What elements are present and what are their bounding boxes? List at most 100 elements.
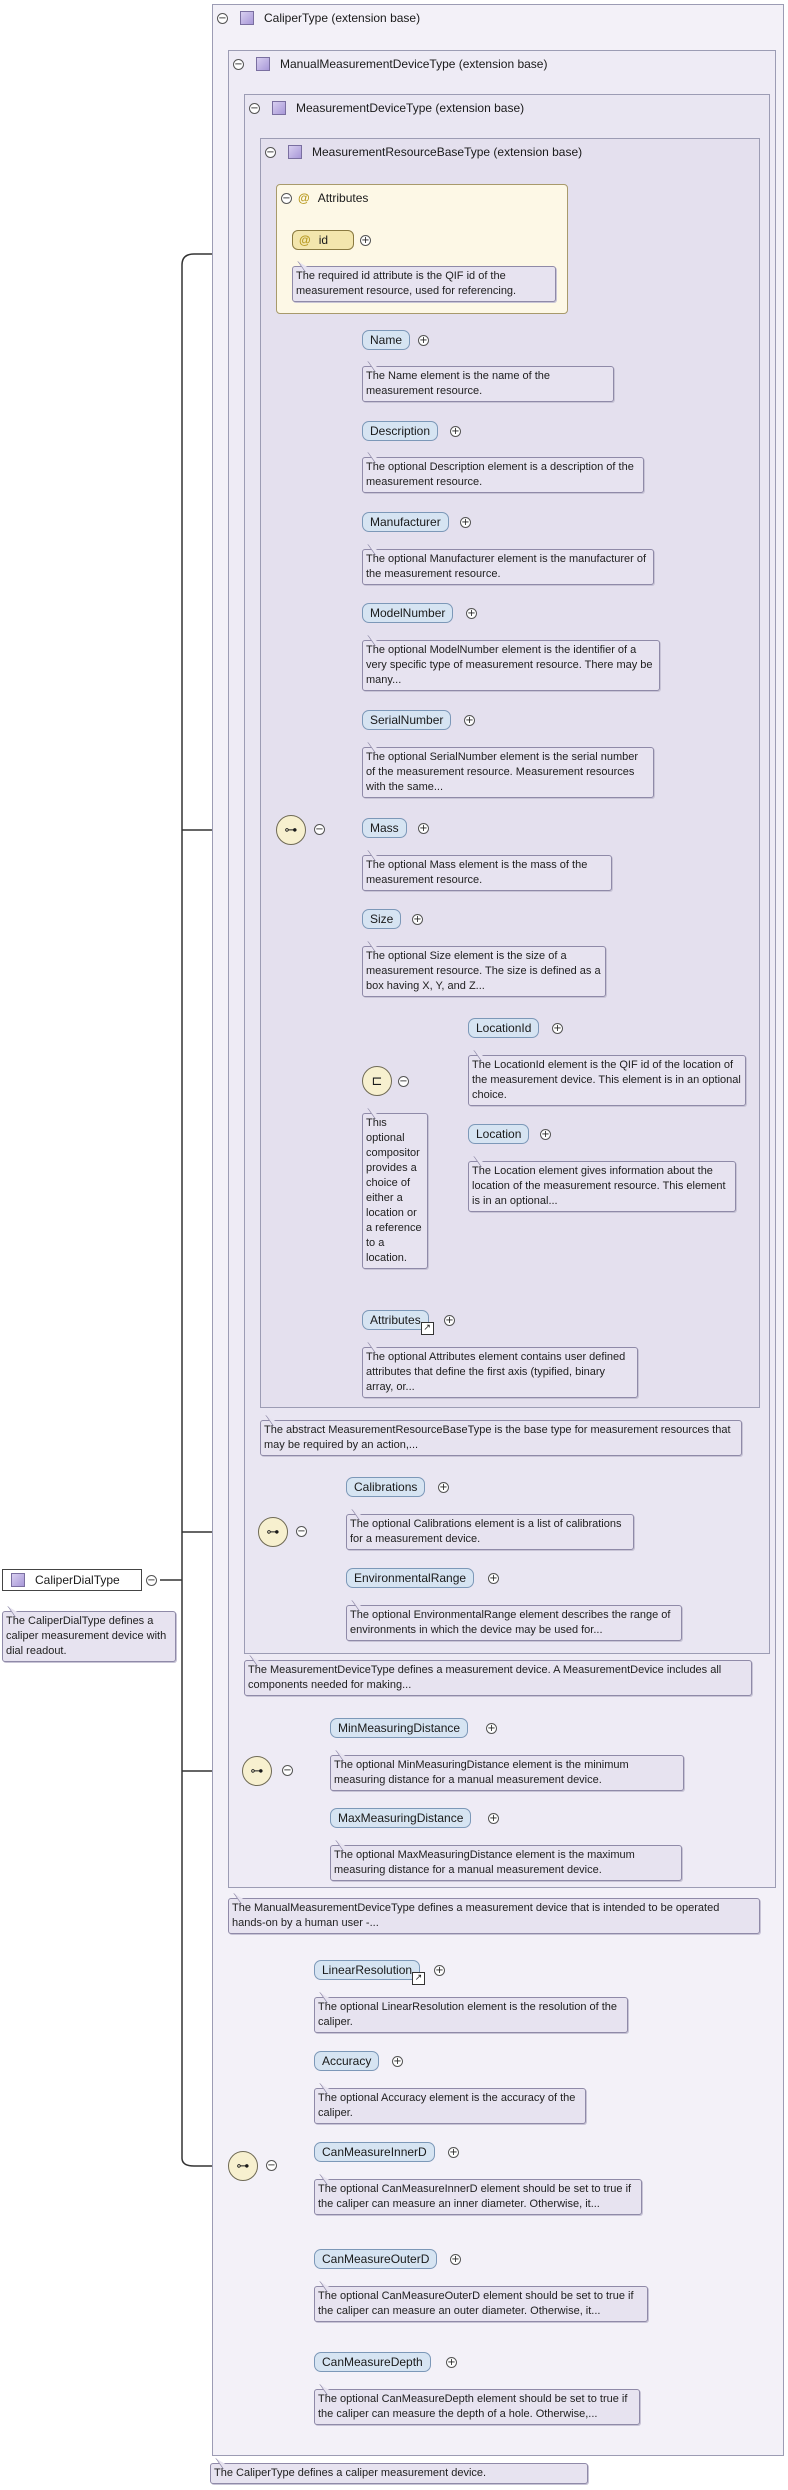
expand-max-measuring-distance-icon[interactable]: +	[488, 1813, 499, 1824]
collapse-attributes-icon[interactable]: −	[281, 192, 292, 204]
collapse-caliper-sequence-icon[interactable]: −	[266, 2160, 277, 2171]
element-name-note: The Name element is the name of the meas…	[362, 366, 614, 402]
collapse-device-sequence-icon[interactable]: −	[296, 1526, 307, 1537]
choice-compositor-icon[interactable]: ⊏	[362, 1066, 392, 1096]
element-location-id-note: The LocationId element is the QIF id of …	[468, 1055, 746, 1106]
manual-type-title: ManualMeasurementDeviceType (extension b…	[280, 57, 548, 71]
expand-can-measure-inner-d-icon[interactable]: +	[448, 2147, 459, 2158]
sequence-compositor-icon[interactable]: ⊶	[242, 1756, 272, 1786]
collapse-caliper-icon[interactable]: −	[217, 12, 228, 24]
expand-serial-number-icon[interactable]: +	[464, 715, 475, 726]
element-attributes-note: The optional Attributes element contains…	[362, 1347, 638, 1398]
complex-type-icon	[256, 57, 270, 71]
element-linear-resolution[interactable]: LinearResolution	[314, 1960, 426, 1985]
element-mass-note: The optional Mass element is the mass of…	[362, 855, 612, 891]
element-location-id[interactable]: LocationId	[468, 1018, 540, 1038]
complex-type-icon	[11, 1573, 25, 1587]
collapse-sequence-icon[interactable]: −	[314, 824, 325, 835]
collapse-manual-sequence-icon[interactable]: −	[282, 1765, 293, 1776]
element-description-note: The optional Description element is a de…	[362, 457, 644, 493]
resource-type-header: − MeasurementResourceBaseType (extension…	[265, 143, 582, 161]
element-min-measuring-distance[interactable]: MinMeasuringDistance	[330, 1718, 469, 1738]
element-can-measure-outer-d[interactable]: CanMeasureOuterD	[314, 2249, 438, 2269]
root-element-label: CaliperDialType	[35, 1573, 120, 1587]
expand-attributes-icon[interactable]: +	[444, 1315, 455, 1326]
complex-type-icon	[288, 145, 302, 159]
expand-size-icon[interactable]: +	[412, 914, 423, 925]
element-calibrations-note: The optional Calibrations element is a l…	[346, 1514, 634, 1550]
expand-model-number-icon[interactable]: +	[466, 608, 477, 619]
expand-name-icon[interactable]: +	[418, 335, 429, 346]
element-manufacturer-note: The optional Manufacturer element is the…	[362, 549, 654, 585]
expand-manufacturer-icon[interactable]: +	[460, 517, 471, 528]
element-model-number-note: The optional ModelNumber element is the …	[362, 640, 660, 691]
element-calibrations[interactable]: Calibrations	[346, 1477, 426, 1497]
attribute-id-note: The required id attribute is the QIF id …	[292, 266, 556, 302]
expand-environmental-range-icon[interactable]: +	[488, 1573, 499, 1584]
expand-location-id-icon[interactable]: +	[552, 1023, 563, 1034]
element-min-measuring-distance-note: The optional MinMeasuringDistance elemen…	[330, 1755, 684, 1791]
element-size[interactable]: Size	[362, 909, 402, 929]
device-annotation: The MeasurementDeviceType defines a meas…	[244, 1660, 752, 1696]
element-can-measure-outer-d-note: The optional CanMeasureOuterD element sh…	[314, 2286, 648, 2322]
caliper-type-header: − CaliperType (extension base)	[217, 9, 420, 27]
collapse-choice-icon[interactable]: −	[398, 1076, 409, 1087]
expand-mass-icon[interactable]: +	[418, 823, 429, 834]
complex-type-icon	[240, 11, 254, 25]
element-serial-number[interactable]: SerialNumber	[362, 710, 452, 730]
element-location-note: The Location element gives information a…	[468, 1161, 736, 1212]
manual-type-header: − ManualMeasurementDeviceType (extension…	[233, 55, 547, 73]
attribute-icon: @	[299, 233, 311, 247]
expand-linear-resolution-icon[interactable]: +	[434, 1965, 445, 1976]
attributes-header: − @ Attributes	[281, 191, 368, 205]
element-manufacturer[interactable]: Manufacturer	[362, 512, 449, 532]
collapse-manual-icon[interactable]: −	[233, 58, 244, 70]
element-environmental-range[interactable]: EnvironmentalRange	[346, 1568, 475, 1588]
expand-location-icon[interactable]: +	[540, 1129, 551, 1140]
caliper-annotation: The CaliperType defines a caliper measur…	[210, 2463, 588, 2484]
element-max-measuring-distance-note: The optional MaxMeasuringDistance elemen…	[330, 1845, 682, 1881]
device-type-title: MeasurementDeviceType (extension base)	[296, 101, 525, 115]
expand-calibrations-icon[interactable]: +	[438, 1482, 449, 1493]
expand-can-measure-depth-icon[interactable]: +	[446, 2357, 457, 2368]
expand-description-icon[interactable]: +	[450, 426, 461, 437]
element-environmental-range-note: The optional EnvironmentalRange element …	[346, 1605, 682, 1641]
element-size-note: The optional Size element is the size of…	[362, 946, 606, 997]
choice-note: This optional compositor provides a choi…	[362, 1113, 428, 1269]
collapse-root-icon[interactable]: −	[146, 1575, 157, 1586]
attribute-icon: @	[298, 191, 310, 205]
element-can-measure-inner-d[interactable]: CanMeasureInnerD	[314, 2142, 435, 2162]
sequence-compositor-icon[interactable]: ⊶	[228, 2151, 258, 2181]
element-linear-resolution-note: The optional LinearResolution element is…	[314, 1997, 628, 2033]
expand-accuracy-icon[interactable]: +	[392, 2056, 403, 2067]
root-annotation: The CaliperDialType defines a caliper me…	[2, 1611, 176, 1662]
complex-type-icon	[272, 101, 286, 115]
attribute-id[interactable]: @ id	[292, 230, 354, 250]
resource-type-title: MeasurementResourceBaseType (extension b…	[312, 145, 583, 159]
caliper-type-title: CaliperType (extension base)	[264, 11, 421, 25]
element-description[interactable]: Description	[362, 421, 439, 441]
collapse-resource-icon[interactable]: −	[265, 146, 276, 158]
attribute-id-label: id	[318, 233, 329, 247]
sequence-compositor-icon[interactable]: ⊶	[258, 1517, 288, 1547]
element-location[interactable]: Location	[468, 1124, 530, 1144]
root-element[interactable]: CaliperDialType	[2, 1569, 142, 1591]
element-attributes[interactable]: Attributes	[362, 1310, 434, 1335]
element-can-measure-depth-note: The optional CanMeasureDepth element sho…	[314, 2389, 640, 2425]
resource-annotation: The abstract MeasurementResourceBaseType…	[260, 1420, 742, 1456]
element-max-measuring-distance[interactable]: MaxMeasuringDistance	[330, 1808, 472, 1828]
element-model-number[interactable]: ModelNumber	[362, 603, 454, 623]
sequence-compositor-icon[interactable]: ⊶	[276, 815, 306, 845]
expand-min-measuring-distance-icon[interactable]: +	[486, 1723, 497, 1734]
element-can-measure-depth[interactable]: CanMeasureDepth	[314, 2352, 431, 2372]
element-accuracy[interactable]: Accuracy	[314, 2051, 380, 2071]
expand-can-measure-outer-d-icon[interactable]: +	[450, 2254, 461, 2265]
expand-attribute-id-icon[interactable]: +	[360, 235, 371, 246]
device-type-header: − MeasurementDeviceType (extension base)	[249, 99, 524, 117]
element-mass[interactable]: Mass	[362, 818, 407, 838]
collapse-device-icon[interactable]: −	[249, 102, 260, 114]
element-can-measure-inner-d-note: The optional CanMeasureInnerD element sh…	[314, 2179, 642, 2215]
element-accuracy-note: The optional Accuracy element is the acc…	[314, 2088, 586, 2124]
element-name[interactable]: Name	[362, 330, 411, 350]
